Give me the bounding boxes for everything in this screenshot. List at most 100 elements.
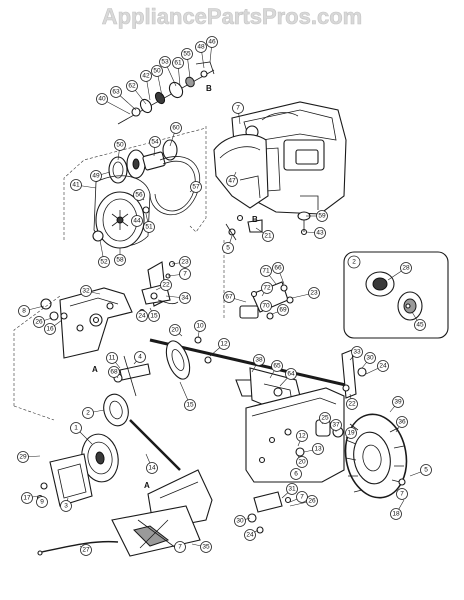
guide-line-left-lower (13, 405, 55, 421)
shift-lever-assembly (103, 355, 151, 427)
hex-shaft (129, 419, 181, 471)
callout-9: 9 (36, 496, 48, 508)
callout-ring (346, 398, 358, 410)
detail-inset (343, 251, 449, 339)
callout-number: 58 (116, 257, 124, 264)
callout-53: 53 (159, 56, 171, 68)
callout-number: 46 (208, 39, 216, 46)
callout-ring (98, 256, 110, 268)
callout-32: 32 (80, 285, 92, 297)
cable-end (37, 550, 43, 556)
callout-ring (296, 456, 308, 468)
callout-number: 70 (262, 303, 270, 310)
callout-number: 44 (133, 218, 141, 225)
callout-number: 64 (287, 371, 295, 378)
callout-number: 48 (197, 44, 205, 51)
callout-ring (149, 136, 161, 148)
callout-47: 47 (226, 175, 238, 187)
callout-number: 18 (392, 511, 400, 518)
callout-ring (377, 360, 389, 372)
callout-number: 25 (321, 415, 329, 422)
callout-ring (33, 316, 45, 328)
callout-15: 15 (148, 310, 160, 322)
marker-b-top: B (206, 84, 212, 93)
callout-30: 30 (364, 352, 376, 364)
callout-ring (174, 541, 186, 553)
callout-ring (272, 262, 284, 274)
drive-pulley (93, 175, 151, 249)
callout-57: 57 (190, 181, 202, 193)
callout-12: 12 (218, 338, 230, 350)
callout-number: 31 (288, 486, 296, 493)
callout-ring (285, 368, 297, 380)
callout-number: 42 (142, 73, 150, 80)
callout-ring (414, 319, 426, 331)
callout-45: 45 (414, 319, 426, 331)
callout-66: 66 (272, 262, 284, 274)
callout-59: 59 (316, 210, 328, 222)
callout-10: 10 (194, 320, 206, 332)
pulley-washer (92, 230, 104, 242)
callout-20: 20 (169, 324, 181, 336)
callout-number: 61 (174, 60, 182, 67)
callout-ring (262, 230, 274, 242)
callout-42: 42 (140, 70, 152, 82)
callout-number: 17 (23, 495, 31, 502)
callout-24: 24 (377, 360, 389, 372)
callout-ring (108, 366, 120, 378)
callout-27: 27 (80, 544, 92, 556)
callout-22: 22 (160, 279, 172, 291)
callout-50: 50 (114, 139, 126, 151)
callout-number: 37 (332, 422, 340, 429)
callout-ring (134, 351, 146, 363)
callout-ring (159, 56, 171, 68)
callout-ring (133, 189, 145, 201)
callout-number: 24 (379, 363, 387, 370)
callout-48: 48 (195, 41, 207, 53)
callout-number: 40 (98, 96, 106, 103)
side-linkage (341, 349, 367, 399)
callout-ring (206, 36, 218, 48)
callout-number: 15 (186, 402, 194, 409)
callout-number: 68 (110, 369, 118, 376)
callout-number: 1 (74, 425, 78, 432)
callout-ring (82, 407, 94, 419)
callout-number: 5 (226, 245, 230, 252)
callout-49: 49 (90, 170, 102, 182)
callout-ring (151, 65, 163, 77)
callout-7: 7 (296, 491, 308, 503)
callout-15: 15 (184, 399, 196, 411)
callout-number: 22 (162, 282, 170, 289)
callout-23: 23 (308, 287, 320, 299)
callout-1: 1 (70, 422, 82, 434)
callout-number: 65 (273, 363, 281, 370)
callout-36: 36 (396, 416, 408, 428)
callout-ring (80, 544, 92, 556)
callout-number: 60 (172, 125, 180, 132)
inset-label: 2 (352, 259, 356, 266)
callout-number: 7 (300, 494, 304, 501)
callout-ring (140, 70, 152, 82)
callout-number: 47 (228, 178, 236, 185)
callout-63: 63 (110, 86, 122, 98)
callout-ring (17, 451, 29, 463)
marker-a-bottom: A (144, 481, 150, 490)
callout-19: 19 (345, 427, 357, 439)
callout-number: 55 (183, 51, 191, 58)
callout-60: 60 (170, 122, 182, 134)
callout-2: 2 (82, 407, 94, 419)
callout-number: 56 (135, 192, 143, 199)
callout-ring (271, 360, 283, 372)
callout-71: 71 (260, 265, 272, 277)
callout-41: 41 (70, 179, 82, 191)
callout-ring (316, 210, 328, 222)
callout-number: 50 (116, 142, 124, 149)
callout-ring (277, 304, 289, 316)
watermark-text: AppliancePartsPros.com (102, 4, 362, 29)
callout-51: 51 (143, 221, 155, 233)
callout-29: 29 (17, 451, 29, 463)
callout-ring (36, 496, 48, 508)
callout-ring (286, 483, 298, 495)
callout-52: 52 (98, 256, 110, 268)
